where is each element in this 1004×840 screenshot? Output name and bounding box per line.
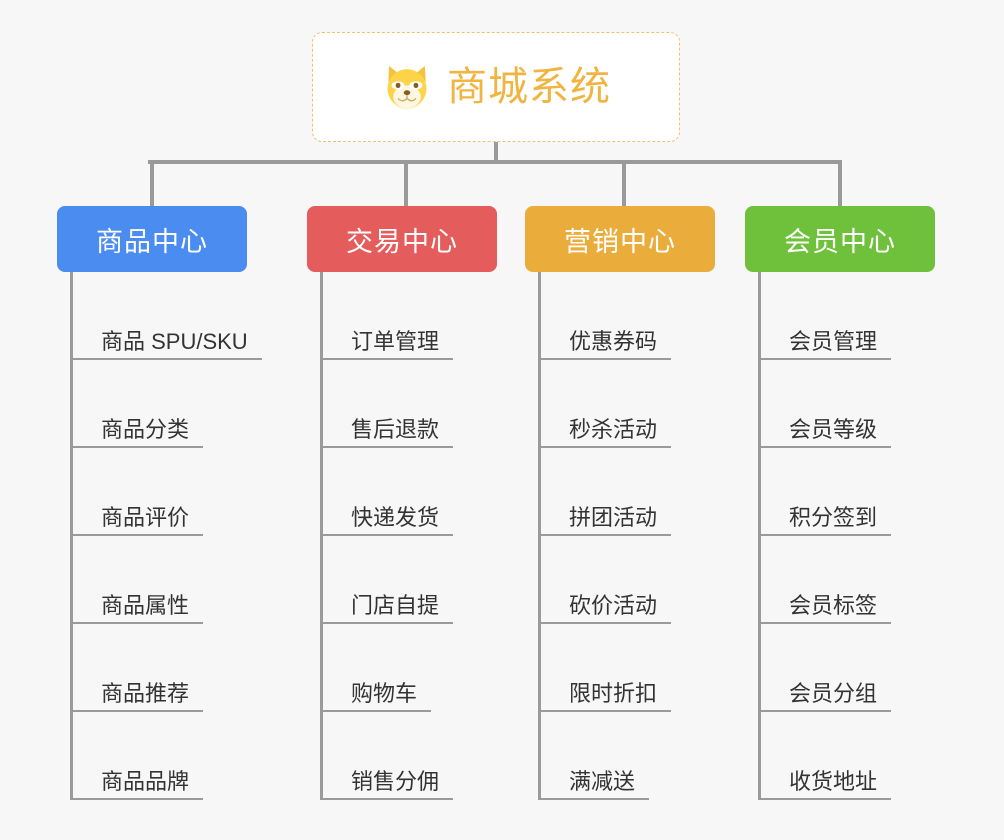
leaf-item[interactable]: 收货地址 [761, 712, 935, 800]
root-title: 商城系统 [447, 65, 611, 109]
leaf-item[interactable]: 商品品牌 [73, 712, 247, 800]
leaf-item[interactable]: 会员分组 [761, 624, 935, 712]
leaf-item[interactable]: 限时折扣 [541, 624, 715, 712]
branch-header-label: 交易中心 [346, 226, 458, 257]
leaf-list-member-center: 会员管理会员等级积分签到会员标签会员分组收货地址 [758, 272, 935, 800]
leaf-item[interactable]: 快递发货 [323, 448, 497, 536]
leaf-item[interactable]: 会员管理 [761, 272, 935, 360]
leaf-item-label: 商品评价 [73, 505, 204, 536]
branch-drop-connector-product-center [150, 160, 154, 208]
branch-header-product-center[interactable]: 商品中心 [57, 206, 247, 272]
leaf-list-product-center: 商品 SPU/SKU 商品分类商品评价商品属性商品推荐商品品牌 [70, 272, 262, 800]
leaf-item[interactable]: 商品属性 [73, 536, 247, 624]
leaf-item[interactable]: 售后退款 [323, 360, 497, 448]
branch-drop-connector-marketing-center [622, 160, 626, 208]
leaf-item[interactable]: 商品评价 [73, 448, 247, 536]
leaf-item-label: 砍价活动 [541, 593, 672, 624]
leaf-item-label: 积分签到 [761, 505, 892, 536]
leaf-item-label: 销售分佣 [323, 769, 454, 800]
branch-drop-connector-member-center [838, 160, 842, 208]
leaf-item-label: 会员等级 [761, 417, 892, 448]
branch-header-label: 会员中心 [784, 226, 896, 257]
leaf-item-label: 商品推荐 [73, 681, 204, 712]
leaf-item[interactable]: 销售分佣 [323, 712, 497, 800]
branch-header-marketing-center[interactable]: 营销中心 [525, 206, 715, 272]
branch-column-trade-center: 交易中心订单管理售后退款快递发货门店自提购物车销售分佣 [307, 206, 497, 800]
branch-header-label: 营销中心 [564, 226, 676, 257]
leaf-item-label: 会员标签 [761, 593, 892, 624]
leaf-item[interactable]: 优惠券码 [541, 272, 715, 360]
leaf-item[interactable]: 砍价活动 [541, 536, 715, 624]
branch-header-trade-center[interactable]: 交易中心 [307, 206, 497, 272]
branch-header-label: 商品中心 [96, 226, 208, 257]
leaf-item-label: 优惠券码 [541, 329, 672, 360]
leaf-item-label: 售后退款 [323, 417, 454, 448]
branch-column-product-center: 商品中心商品 SPU/SKU 商品分类商品评价商品属性商品推荐商品品牌 [57, 206, 262, 800]
shiba-dog-face-icon [381, 61, 433, 113]
leaf-item-label: 秒杀活动 [541, 417, 672, 448]
leaf-item-label: 收货地址 [761, 769, 892, 800]
leaf-item[interactable]: 拼团活动 [541, 448, 715, 536]
leaf-item[interactable]: 秒杀活动 [541, 360, 715, 448]
leaf-item-label: 快递发货 [323, 505, 454, 536]
leaf-item[interactable]: 满减送 [541, 712, 715, 800]
leaf-item-label: 商品品牌 [73, 769, 204, 800]
leaf-item[interactable]: 积分签到 [761, 448, 935, 536]
root-trunk-vertical-connector [494, 142, 498, 164]
leaf-item[interactable]: 门店自提 [323, 536, 497, 624]
leaf-item[interactable]: 购物车 [323, 624, 497, 712]
leaf-item[interactable]: 商品 SPU/SKU [73, 272, 262, 360]
leaf-item[interactable]: 商品分类 [73, 360, 247, 448]
leaf-item-label: 商品 SPU/SKU [73, 329, 262, 360]
leaf-item[interactable]: 会员等级 [761, 360, 935, 448]
leaf-list-trade-center: 订单管理售后退款快递发货门店自提购物车销售分佣 [320, 272, 497, 800]
leaf-item-label: 购物车 [323, 681, 432, 712]
branch-drop-connector-trade-center [404, 160, 408, 208]
leaf-list-marketing-center: 优惠券码秒杀活动拼团活动砍价活动限时折扣满减送 [538, 272, 715, 800]
leaf-item-label: 商品分类 [73, 417, 204, 448]
leaf-item-label: 拼团活动 [541, 505, 672, 536]
leaf-item-label: 限时折扣 [541, 681, 672, 712]
branch-column-member-center: 会员中心会员管理会员等级积分签到会员标签会员分组收货地址 [745, 206, 935, 800]
leaf-item-label: 满减送 [541, 769, 650, 800]
leaf-item-label: 会员分组 [761, 681, 892, 712]
root-node[interactable]: 商城系统 [312, 32, 680, 142]
branch-header-member-center[interactable]: 会员中心 [745, 206, 935, 272]
leaf-item-label: 商品属性 [73, 593, 204, 624]
leaf-item[interactable]: 订单管理 [323, 272, 497, 360]
leaf-item[interactable]: 商品推荐 [73, 624, 247, 712]
root-trunk-horizontal-connector [148, 160, 840, 164]
branch-column-marketing-center: 营销中心优惠券码秒杀活动拼团活动砍价活动限时折扣满减送 [525, 206, 715, 800]
leaf-item-label: 门店自提 [323, 593, 454, 624]
leaf-item-label: 订单管理 [323, 329, 454, 360]
leaf-item-label: 会员管理 [761, 329, 892, 360]
leaf-item[interactable]: 会员标签 [761, 536, 935, 624]
